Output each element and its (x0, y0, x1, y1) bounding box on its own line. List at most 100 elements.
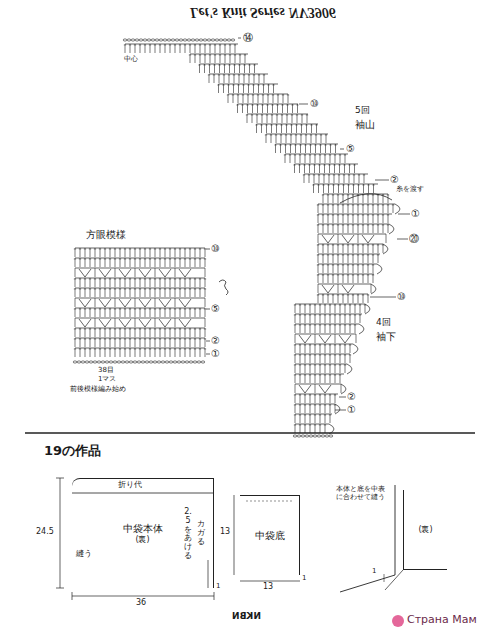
double-crochet (262, 114, 263, 123)
watermark: Страна Мам (407, 614, 477, 626)
double-crochet-top (344, 155, 346, 156)
double-crochet (200, 258, 201, 267)
double-crochet (105, 328, 106, 337)
double-crochet (282, 104, 283, 113)
double-crochet (295, 364, 296, 373)
double-crochet (378, 214, 379, 223)
double-crochet-top (248, 75, 250, 76)
fold-allowance-line (72, 493, 214, 494)
double-crochet (165, 248, 166, 257)
double-crochet-top (134, 349, 136, 350)
double-crochet-top (174, 249, 176, 250)
double-crochet (325, 424, 326, 433)
double-crochet (323, 264, 324, 273)
double-crochet (368, 254, 369, 263)
double-crochet-top (349, 305, 351, 306)
double-crochet (330, 154, 331, 163)
double-crochet (330, 394, 331, 403)
double-crochet (175, 318, 176, 327)
double-crochet-top (314, 375, 316, 376)
double-crochet (345, 344, 346, 353)
double-crochet-top (319, 145, 321, 146)
double-crochet (295, 424, 296, 433)
double-crochet-top (174, 289, 176, 290)
double-crochet (115, 318, 116, 327)
double-crochet-top (276, 105, 278, 106)
double-crochet-top (94, 279, 96, 280)
double-crochet-top (342, 215, 344, 216)
double-crochet-top (309, 355, 311, 356)
chain-stitch (171, 39, 175, 41)
double-crochet (175, 338, 176, 347)
double-crochet-top (337, 265, 339, 266)
double-crochet-top (304, 405, 306, 406)
double-crochet (311, 134, 312, 143)
double-crochet-top (352, 205, 354, 206)
double-crochet-top (334, 305, 336, 306)
repeat-note: 4回 (376, 318, 391, 328)
double-crochet (205, 338, 206, 347)
double-crochet (277, 104, 278, 113)
double-crochet (267, 114, 268, 123)
double-crochet (85, 278, 86, 287)
section-rule (25, 432, 475, 433)
chain-stitch (187, 39, 191, 41)
double-crochet-top (382, 205, 384, 206)
double-crochet-top (327, 195, 329, 196)
double-crochet-top (337, 225, 339, 226)
center-mark: 中心 (124, 56, 138, 64)
double-crochet-top (184, 339, 186, 340)
seam-line (246, 501, 294, 502)
double-crochet (155, 288, 156, 297)
double-crochet-top (134, 279, 136, 280)
double-crochet-top (289, 155, 291, 156)
double-crochet (356, 334, 357, 343)
double-crochet (272, 104, 273, 113)
double-crochet-top (169, 279, 171, 280)
double-crochet (200, 308, 201, 317)
double-crochet (276, 134, 277, 143)
chain-stitch (305, 435, 309, 437)
double-crochet (338, 234, 339, 243)
double-crochet-top (294, 305, 296, 306)
double-crochet (195, 278, 196, 287)
double-crochet (125, 44, 126, 53)
double-crochet (326, 134, 327, 143)
double-crochet (318, 274, 319, 283)
double-crochet (325, 414, 326, 423)
double-crochet-top (333, 175, 335, 176)
double-crochet (95, 288, 96, 297)
double-crochet (335, 154, 336, 163)
double-crochet-top (179, 329, 181, 330)
dimension-line (240, 581, 300, 582)
double-crochet-top (304, 155, 306, 156)
double-crochet (248, 94, 249, 103)
double-crochet (300, 404, 301, 413)
double-crochet-top (325, 135, 327, 136)
double-crochet (140, 288, 141, 297)
row-top (318, 284, 371, 285)
double-crochet (257, 104, 258, 113)
double-crochet-top (159, 249, 161, 250)
double-crochet (318, 254, 319, 263)
double-crochet-top (134, 45, 136, 46)
chain-stitch (163, 39, 167, 41)
double-crochet-top (284, 145, 286, 146)
double-crochet (343, 254, 344, 263)
double-crochet (185, 248, 186, 257)
double-crochet-top (314, 155, 316, 156)
double-crochet (359, 174, 360, 183)
double-crochet-top (313, 175, 315, 176)
double-crochet (225, 54, 226, 63)
double-crochet-top (309, 405, 311, 406)
double-crochet-top (99, 289, 101, 290)
double-crochet (309, 174, 310, 183)
double-crochet (170, 248, 171, 257)
double-crochet-top (271, 105, 273, 106)
double-crochet-top (320, 135, 322, 136)
scallop-edge (383, 244, 388, 254)
double-crochet (310, 424, 311, 433)
double-crochet (373, 194, 374, 203)
double-crochet (305, 344, 306, 353)
row-top (295, 374, 344, 375)
